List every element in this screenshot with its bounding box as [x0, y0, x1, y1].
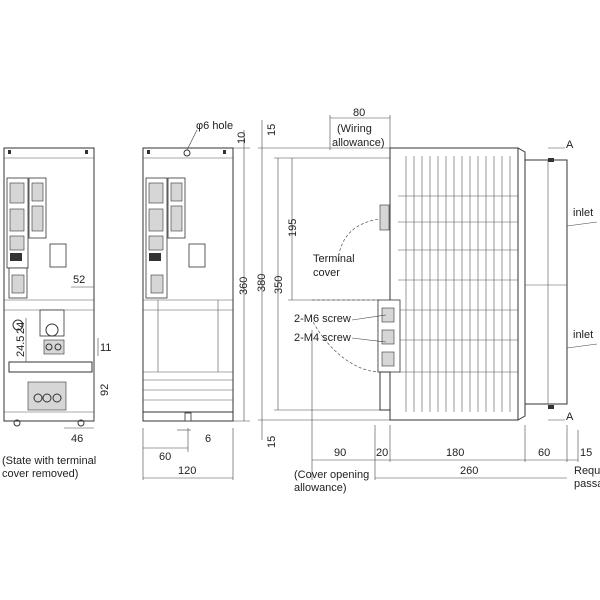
dim-10: 10	[236, 132, 248, 144]
unit-body-side	[389, 147, 519, 421]
left-unit-outline	[3, 147, 95, 422]
dim-360: 360	[238, 277, 250, 295]
dim-380: 380	[256, 274, 268, 292]
required-passage-label: Requpassa	[574, 465, 600, 490]
dim-92: 92	[99, 384, 111, 396]
dim-11: 11	[100, 342, 111, 354]
middle-status-window	[188, 243, 206, 268]
dim-180: 180	[446, 447, 464, 459]
left-upper-terminal	[39, 309, 65, 337]
inlet-top-arrow	[566, 221, 598, 227]
dim-350: 350	[273, 276, 285, 294]
dim-80: 80	[353, 107, 365, 119]
dim-60-side: 60	[538, 447, 550, 459]
front-view-left: 52 11 24 24.5 92 46 (State with terminal…	[2, 147, 111, 480]
heatsink-fins	[398, 156, 518, 412]
section-marker-a-top: A	[566, 139, 574, 151]
inlet-bottom-label: inlet	[573, 329, 593, 341]
dim-195: 195	[287, 219, 299, 237]
wiring-path	[337, 217, 389, 263]
dim-90: 90	[334, 447, 346, 459]
m6-screw-label: 2-M6 screw	[294, 313, 351, 325]
inlet-bottom-arrow	[566, 343, 598, 349]
dim-20: 20	[376, 447, 388, 459]
dim-260: 260	[460, 465, 478, 477]
dim-24-5: 24.5	[15, 336, 27, 357]
dim-60: 60	[159, 451, 171, 463]
section-marker-a-bottom: A	[566, 411, 574, 423]
m4-screw-label: 2-M4 screw	[294, 332, 351, 344]
left-main-terminal-block	[27, 381, 67, 411]
dim-120: 120	[178, 465, 196, 477]
dim-46: 46	[71, 433, 83, 445]
inlet-top-label: inlet	[573, 207, 593, 219]
dim-52: 52	[73, 274, 85, 286]
dim-24: 24	[15, 322, 27, 334]
dim-15-bottom: 15	[266, 436, 278, 448]
heatsink-fan-section	[524, 159, 568, 405]
left-status-window	[49, 243, 67, 268]
front-view-middle: φ6 hole 360 10 6 60 120	[142, 120, 250, 480]
dim-15-top: 15	[266, 124, 278, 136]
dim-6: 6	[205, 433, 211, 445]
dim-15-right: 15	[580, 447, 592, 459]
phi-6-hole-label: φ6 hole	[196, 120, 233, 132]
